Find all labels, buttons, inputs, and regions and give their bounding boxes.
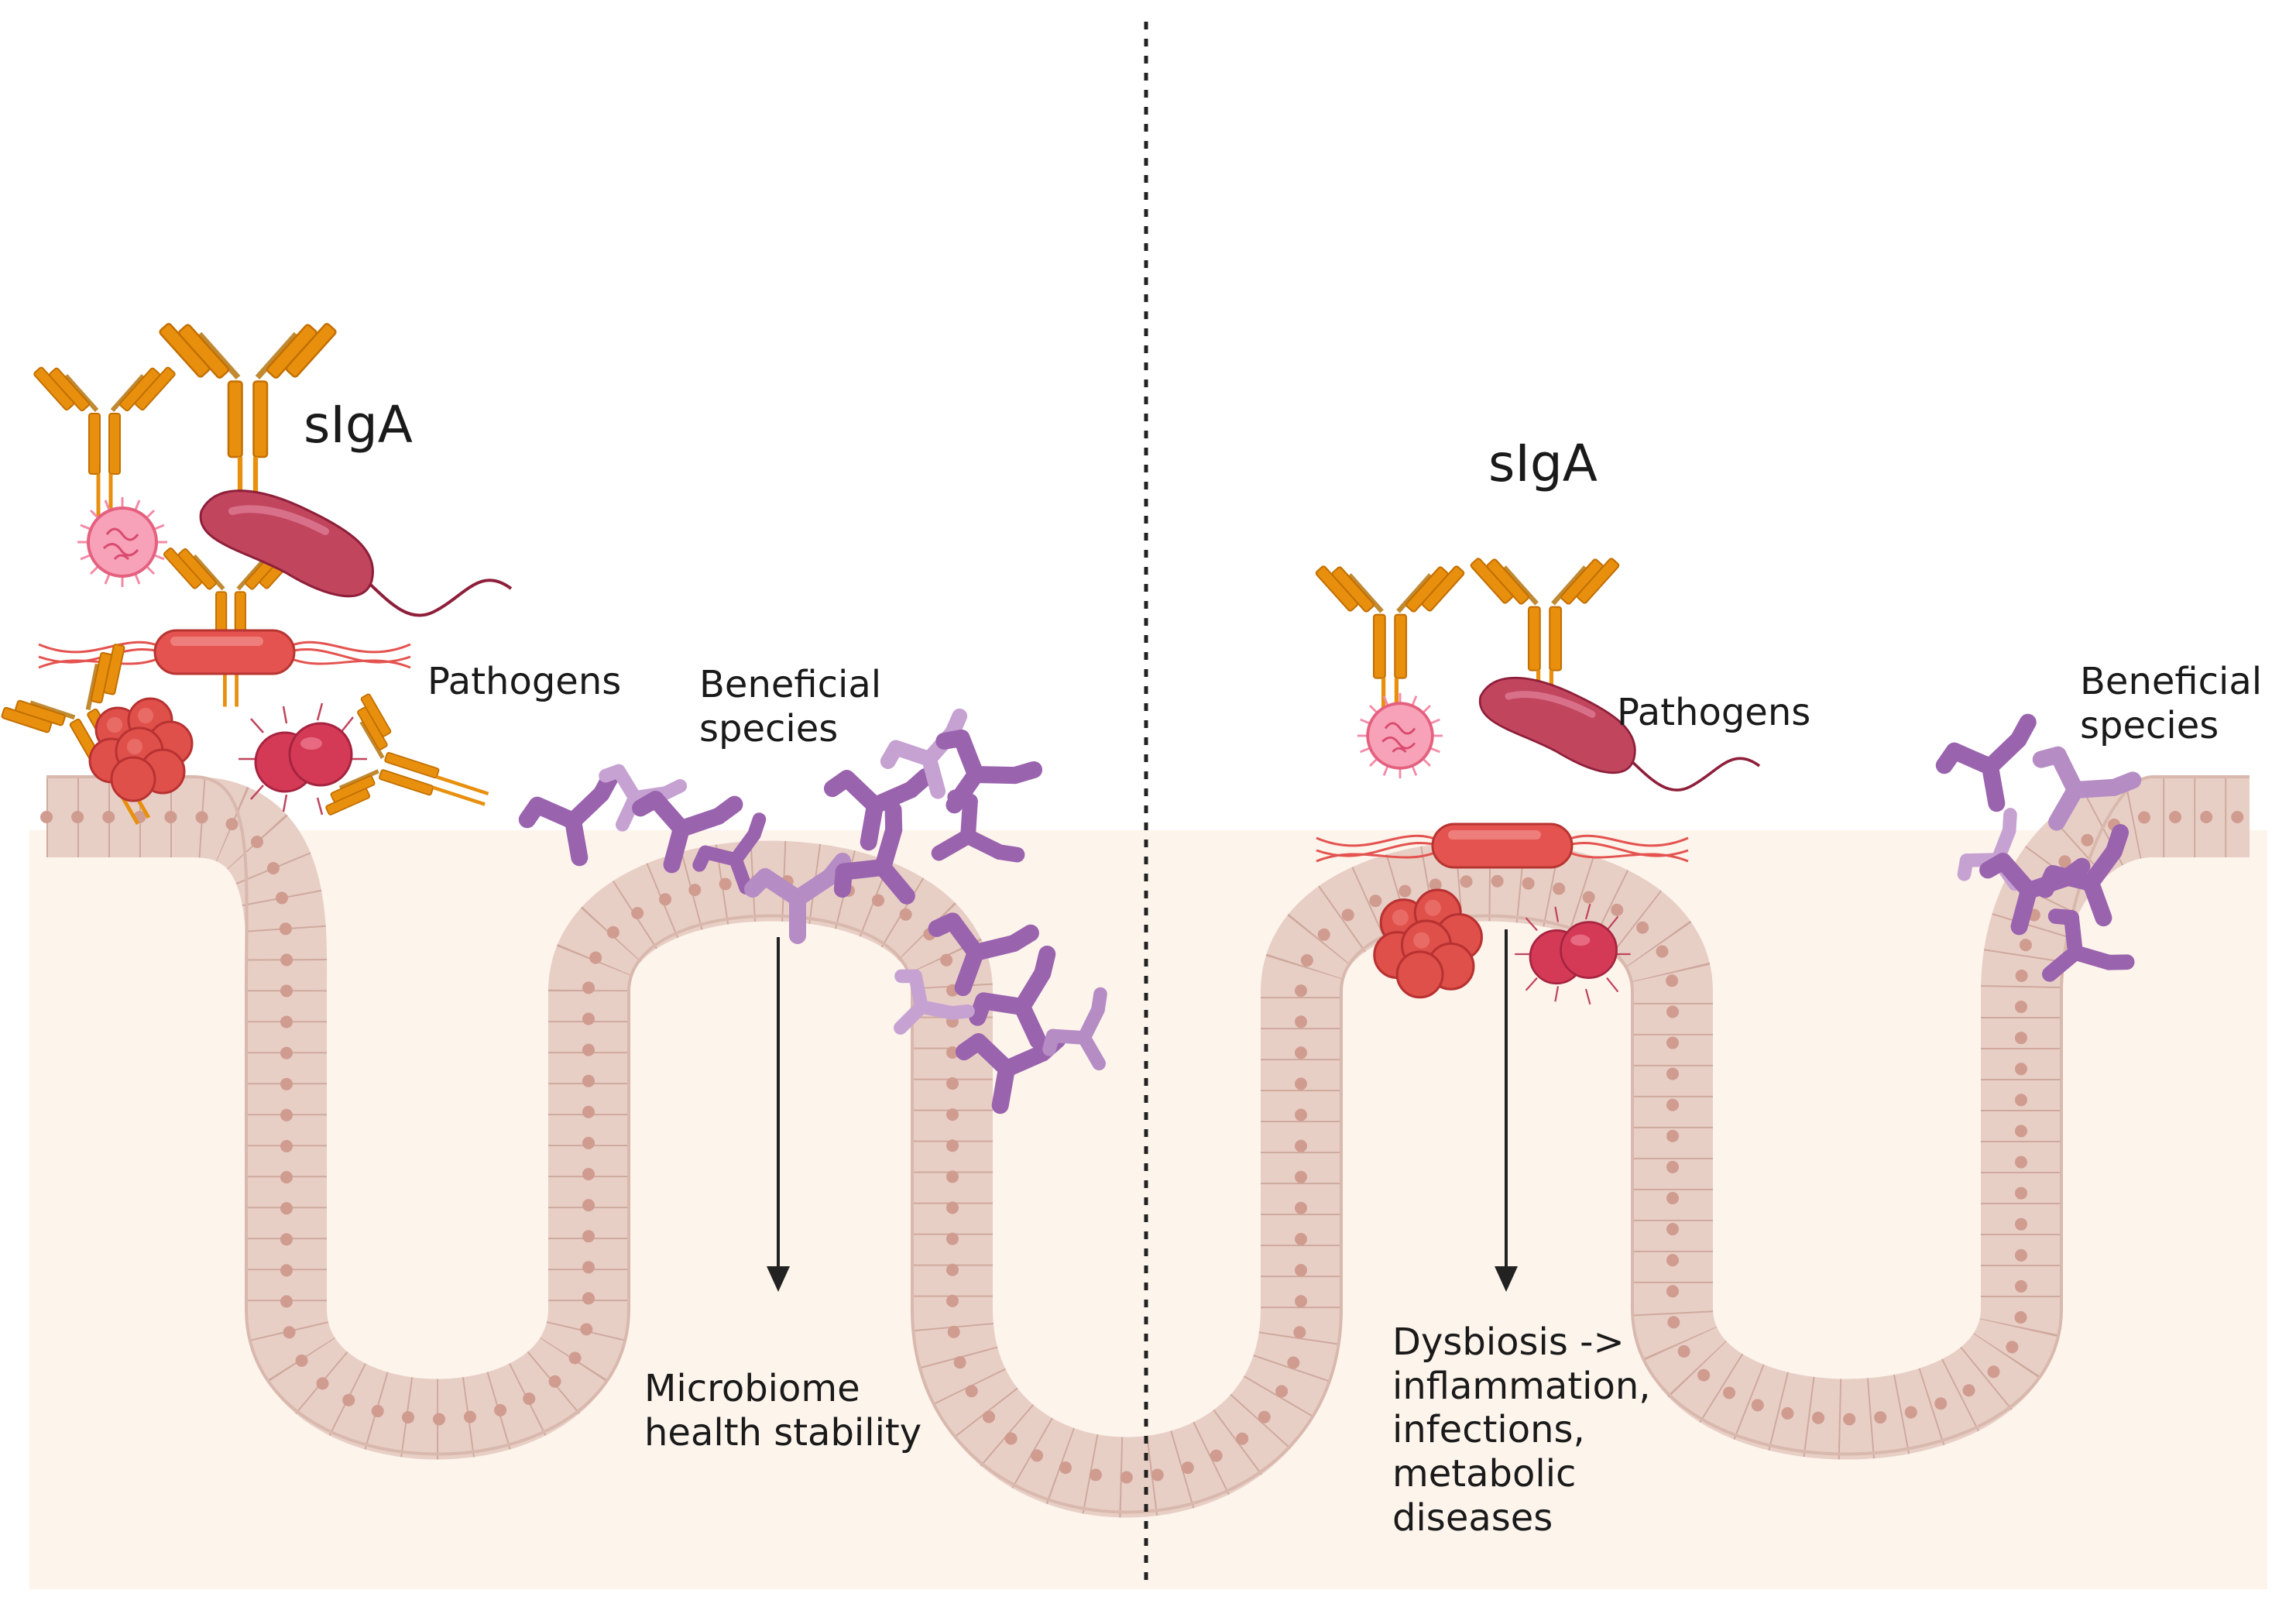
antibody-icon (33, 366, 176, 534)
beneficial-microbe-icon (1940, 723, 2041, 812)
brush-border (46, 775, 2250, 1514)
right-beneficial-label: Beneficial species (2080, 660, 2263, 747)
left-pathogens-label: Pathogens (427, 660, 622, 703)
right-outcome-label: Dysbiosis -> inflammation, infections, m… (1392, 1320, 1651, 1540)
left-siga-label: sIgA (304, 395, 413, 455)
cell-nuclei (40, 811, 2256, 1484)
curved-bacterium-icon (201, 491, 511, 616)
antibody-icon (163, 548, 299, 707)
right-pathogens-label: Pathogens (1617, 691, 1811, 734)
left-arrow (767, 937, 790, 1292)
left-beneficial-label: Beneficial species (699, 663, 882, 750)
virus-icon (76, 496, 169, 589)
virus-icon (1356, 692, 1444, 780)
right-arrow (1495, 929, 1518, 1292)
left-outcome-label: Microbiome health stability (644, 1367, 922, 1454)
right-siga-label: sIgA (1488, 434, 1598, 493)
